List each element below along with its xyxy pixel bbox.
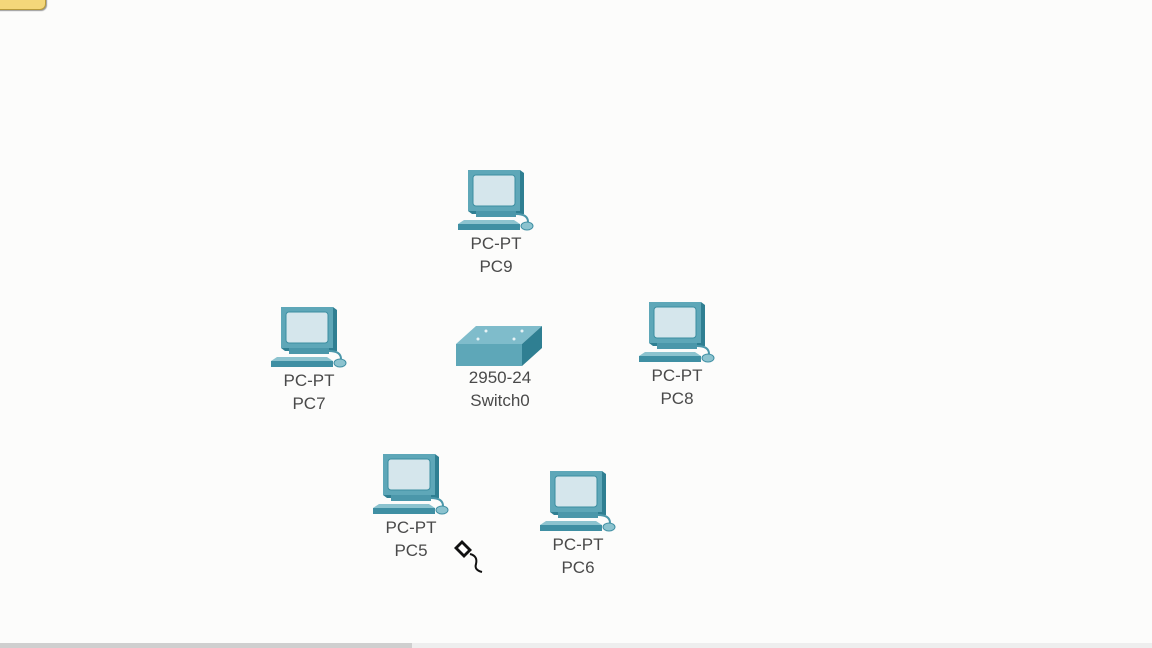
device-pc6[interactable]: PC-PT PC6 bbox=[528, 469, 628, 579]
device-model: 2950-24 bbox=[468, 368, 532, 387]
device-name: PC7 bbox=[292, 394, 326, 413]
connection-cable-cursor-icon bbox=[454, 540, 483, 573]
scrollbar-thumb[interactable] bbox=[0, 643, 412, 648]
device-model: PC-PT bbox=[470, 234, 522, 253]
device-model: PC-PT bbox=[552, 535, 604, 554]
horizontal-scrollbar[interactable] bbox=[0, 643, 1152, 648]
device-name: PC9 bbox=[479, 257, 513, 276]
device-name: PC5 bbox=[394, 541, 428, 560]
pc-icon bbox=[639, 300, 715, 364]
note-tag[interactable] bbox=[0, 0, 46, 10]
device-name: PC8 bbox=[660, 389, 694, 408]
pc-icon bbox=[458, 168, 534, 232]
device-model: PC-PT bbox=[283, 371, 335, 390]
device-pc7[interactable]: PC-PT PC7 bbox=[259, 305, 359, 415]
pc-icon bbox=[540, 469, 616, 533]
device-model: PC-PT bbox=[651, 366, 703, 385]
device-pc9[interactable]: PC-PT PC9 bbox=[446, 168, 546, 278]
switch-icon bbox=[456, 326, 542, 366]
device-pc5[interactable]: PC-PT PC5 bbox=[361, 452, 461, 562]
device-model: PC-PT bbox=[385, 518, 437, 537]
device-name: Switch0 bbox=[470, 391, 530, 410]
pc-icon bbox=[373, 452, 449, 516]
pc-icon bbox=[271, 305, 347, 369]
device-pc8[interactable]: PC-PT PC8 bbox=[627, 300, 727, 410]
device-switch0[interactable]: 2950-24 Switch0 bbox=[450, 322, 550, 412]
device-name: PC6 bbox=[561, 558, 595, 577]
